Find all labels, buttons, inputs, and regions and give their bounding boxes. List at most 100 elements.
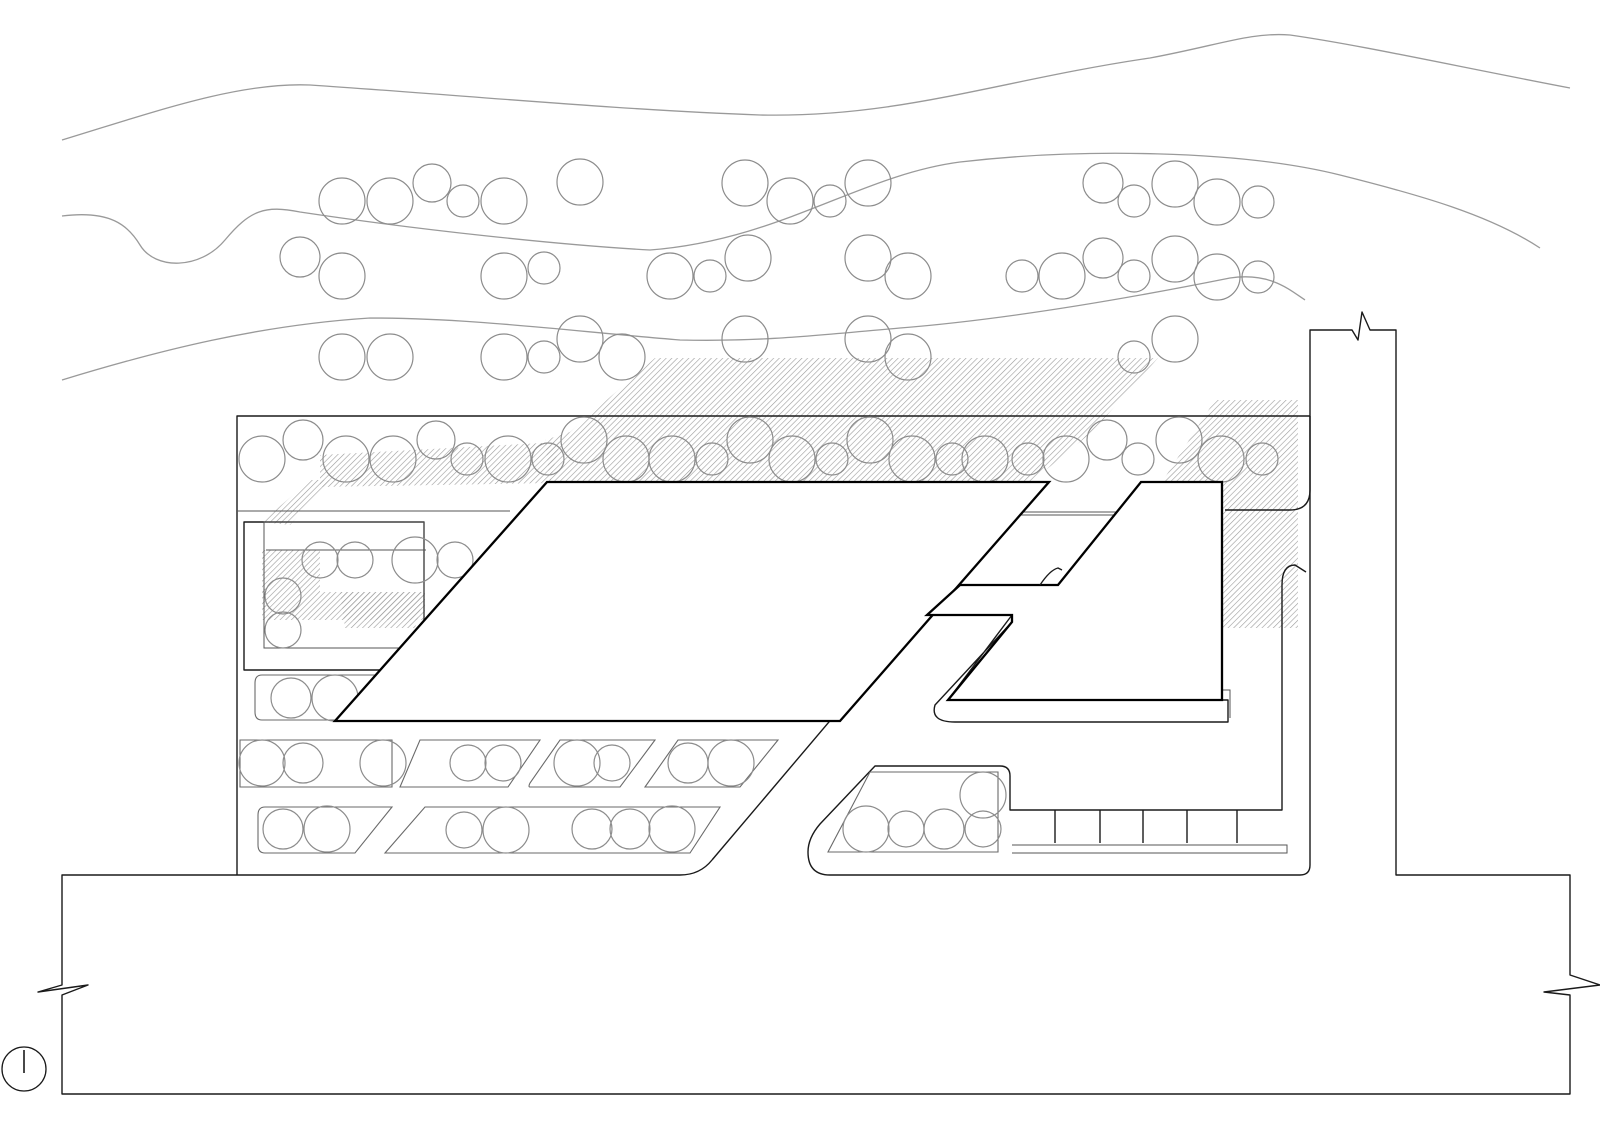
tree-icon	[844, 315, 892, 363]
tree-icon	[842, 805, 890, 853]
tree-icon	[646, 252, 694, 300]
main-building-roof	[332, 480, 1052, 723]
planter-bed-1	[254, 674, 421, 721]
tree-icon	[667, 742, 709, 784]
site-boundaries	[37, 311, 1600, 1095]
tree-icon	[445, 811, 483, 849]
tree-icon	[238, 739, 286, 787]
tree-icon	[366, 177, 414, 225]
tree-icon	[964, 810, 1002, 848]
tree-icon	[484, 435, 532, 483]
tree-icon	[707, 739, 755, 787]
shade-courtyard-diagonal	[340, 592, 425, 628]
contour-line-2	[61, 152, 1541, 264]
tree-icon	[436, 541, 474, 579]
parking-stalls	[1012, 810, 1288, 854]
tree-icon	[556, 158, 604, 206]
tree-icon	[270, 677, 312, 719]
tree-icon	[726, 416, 774, 464]
planter-bed-6	[257, 806, 394, 854]
tree-icon	[446, 184, 480, 218]
tree-icon	[1193, 178, 1241, 226]
contour-line-1	[61, 33, 1571, 141]
road-boundary	[37, 311, 1600, 1095]
tree-icon	[693, 259, 727, 293]
site-boundary	[236, 415, 1310, 875]
tree-icon	[884, 252, 932, 300]
tree-icon	[480, 177, 528, 225]
tree-icon	[815, 442, 849, 476]
tree-icon	[609, 808, 651, 850]
tree-icon	[1117, 184, 1151, 218]
south-site-edge-west	[237, 859, 713, 876]
tree-icon	[480, 333, 528, 381]
tree-icon	[1151, 160, 1199, 208]
east-building-notch	[1039, 567, 1063, 586]
tree-icon	[318, 177, 366, 225]
tree-icon	[1082, 237, 1124, 279]
tree-icon	[844, 234, 892, 282]
tree-icon	[598, 333, 646, 381]
courtyard-rect-inner	[263, 521, 425, 649]
tree-icon	[282, 742, 324, 784]
planter-bed-3	[399, 739, 542, 788]
tree-icon	[959, 771, 1007, 819]
shade-north-band	[545, 358, 1158, 483]
tree-icon	[593, 744, 631, 782]
tree-icon	[369, 435, 417, 483]
tree-icon	[648, 805, 696, 853]
tree-icon	[527, 251, 561, 285]
shade-west-strip	[320, 442, 560, 487]
south-site-edge-east	[807, 564, 1311, 876]
tree-icon	[366, 333, 414, 381]
planter-bed-7	[383, 806, 722, 854]
tree-icon	[262, 808, 304, 850]
tree-icon	[1038, 252, 1086, 300]
tree-icon	[560, 416, 608, 464]
north-arrow-icon	[1, 1046, 47, 1092]
tree-icon	[303, 805, 351, 853]
tree-icon	[571, 808, 613, 850]
planter-bed-4	[528, 739, 657, 788]
tree-icon	[721, 159, 769, 207]
tree-icon	[482, 806, 530, 854]
tree-icon	[279, 236, 321, 278]
tree-icon	[935, 442, 969, 476]
tree-icon	[1241, 260, 1275, 294]
planter-bed-8	[827, 771, 999, 853]
tree-icon	[527, 340, 561, 374]
tree-icon	[318, 252, 366, 300]
tree-icon	[301, 541, 339, 579]
tree-icon	[846, 416, 894, 464]
tree-icon	[449, 744, 487, 782]
tree-icon	[282, 419, 324, 461]
terrain-contours	[61, 33, 1571, 381]
tree-icon	[1245, 442, 1279, 476]
tree-icon	[766, 177, 814, 225]
tree-icon	[1082, 162, 1124, 204]
tree-icon	[887, 810, 925, 848]
tree-icon	[391, 536, 439, 584]
building-footprints	[332, 480, 1224, 723]
tree-icon	[531, 442, 565, 476]
tree-icon	[1005, 259, 1039, 293]
east-building-roof	[924, 480, 1224, 702]
tree-icon	[480, 252, 528, 300]
tree-icon	[884, 333, 932, 381]
tree-icon	[1117, 340, 1151, 374]
tree-icon	[412, 163, 452, 203]
tree-icon	[1086, 419, 1128, 461]
tree-icon	[1011, 442, 1045, 476]
tree-icon	[1155, 416, 1203, 464]
parking-curb	[1012, 844, 1288, 854]
tree-icon	[923, 808, 965, 850]
tree-icon	[1151, 315, 1199, 363]
tree-icon	[556, 315, 604, 363]
tree-icon	[844, 159, 892, 207]
tree-icon	[322, 435, 370, 483]
tree-icon	[724, 234, 772, 282]
tree-icon	[1117, 259, 1151, 293]
tree-icon	[416, 420, 456, 460]
tree-icon	[1193, 253, 1241, 301]
